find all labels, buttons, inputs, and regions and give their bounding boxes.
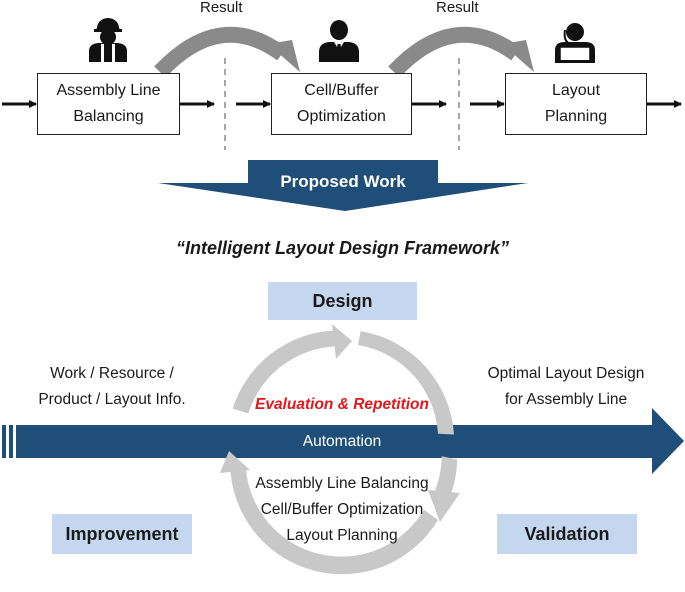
cycle-ring [220,324,460,575]
automation-label: Automation [302,433,382,450]
cycle-arc-right-bottom [434,456,458,500]
result-label-1: Result [200,0,243,16]
result-curve-1 [154,26,300,78]
framework-title: “Intelligent Layout Design Framework” [175,238,510,258]
proposed-work-arrow [158,160,528,211]
cycle-arc-bottom [230,467,438,575]
method-cell-buffer-optimization: Cell/Buffer Optimization [260,501,424,518]
worker-helmet-icon [89,18,127,62]
process-box-layout-planning: Layout Planning [505,73,647,135]
phase-validation: Validation [497,514,637,554]
method-assembly-line-balancing: Assembly Line Balancing [255,475,429,492]
output-text: Optimal Layout Design for Assembly Line [487,365,645,408]
result-curve-2 [388,26,534,78]
input-info-text: Work / Resource / Product / Layout Info. [38,365,186,408]
result-label-2: Result [436,0,479,16]
phase-design: Design [268,282,417,320]
proposed-work-label: Proposed Work [280,172,406,191]
evaluation-repetition-label: Evaluation & Repetition [255,396,429,413]
dashed-separators [224,58,460,150]
cycle-arc-left-top [232,330,336,414]
engineer-laptop-icon [555,23,595,63]
businessman-icon [319,20,359,62]
process-box-cell-buffer-optimization: Cell/Buffer Optimization [271,73,412,135]
cycle-arrowhead-right [428,490,460,522]
method-layout-planning: Layout Planning [286,527,398,544]
process-box-assembly-line-balancing: Assembly Line Balancing [37,73,180,135]
cycle-arc-right-top [358,331,454,435]
cycle-arrowhead-left [220,451,250,473]
phase-improvement: Improvement [52,514,192,554]
methods-list: Assembly Line Balancing Cell/Buffer Opti… [222,471,462,549]
automation-band [2,408,684,474]
cycle-arrowhead-top [332,324,352,359]
